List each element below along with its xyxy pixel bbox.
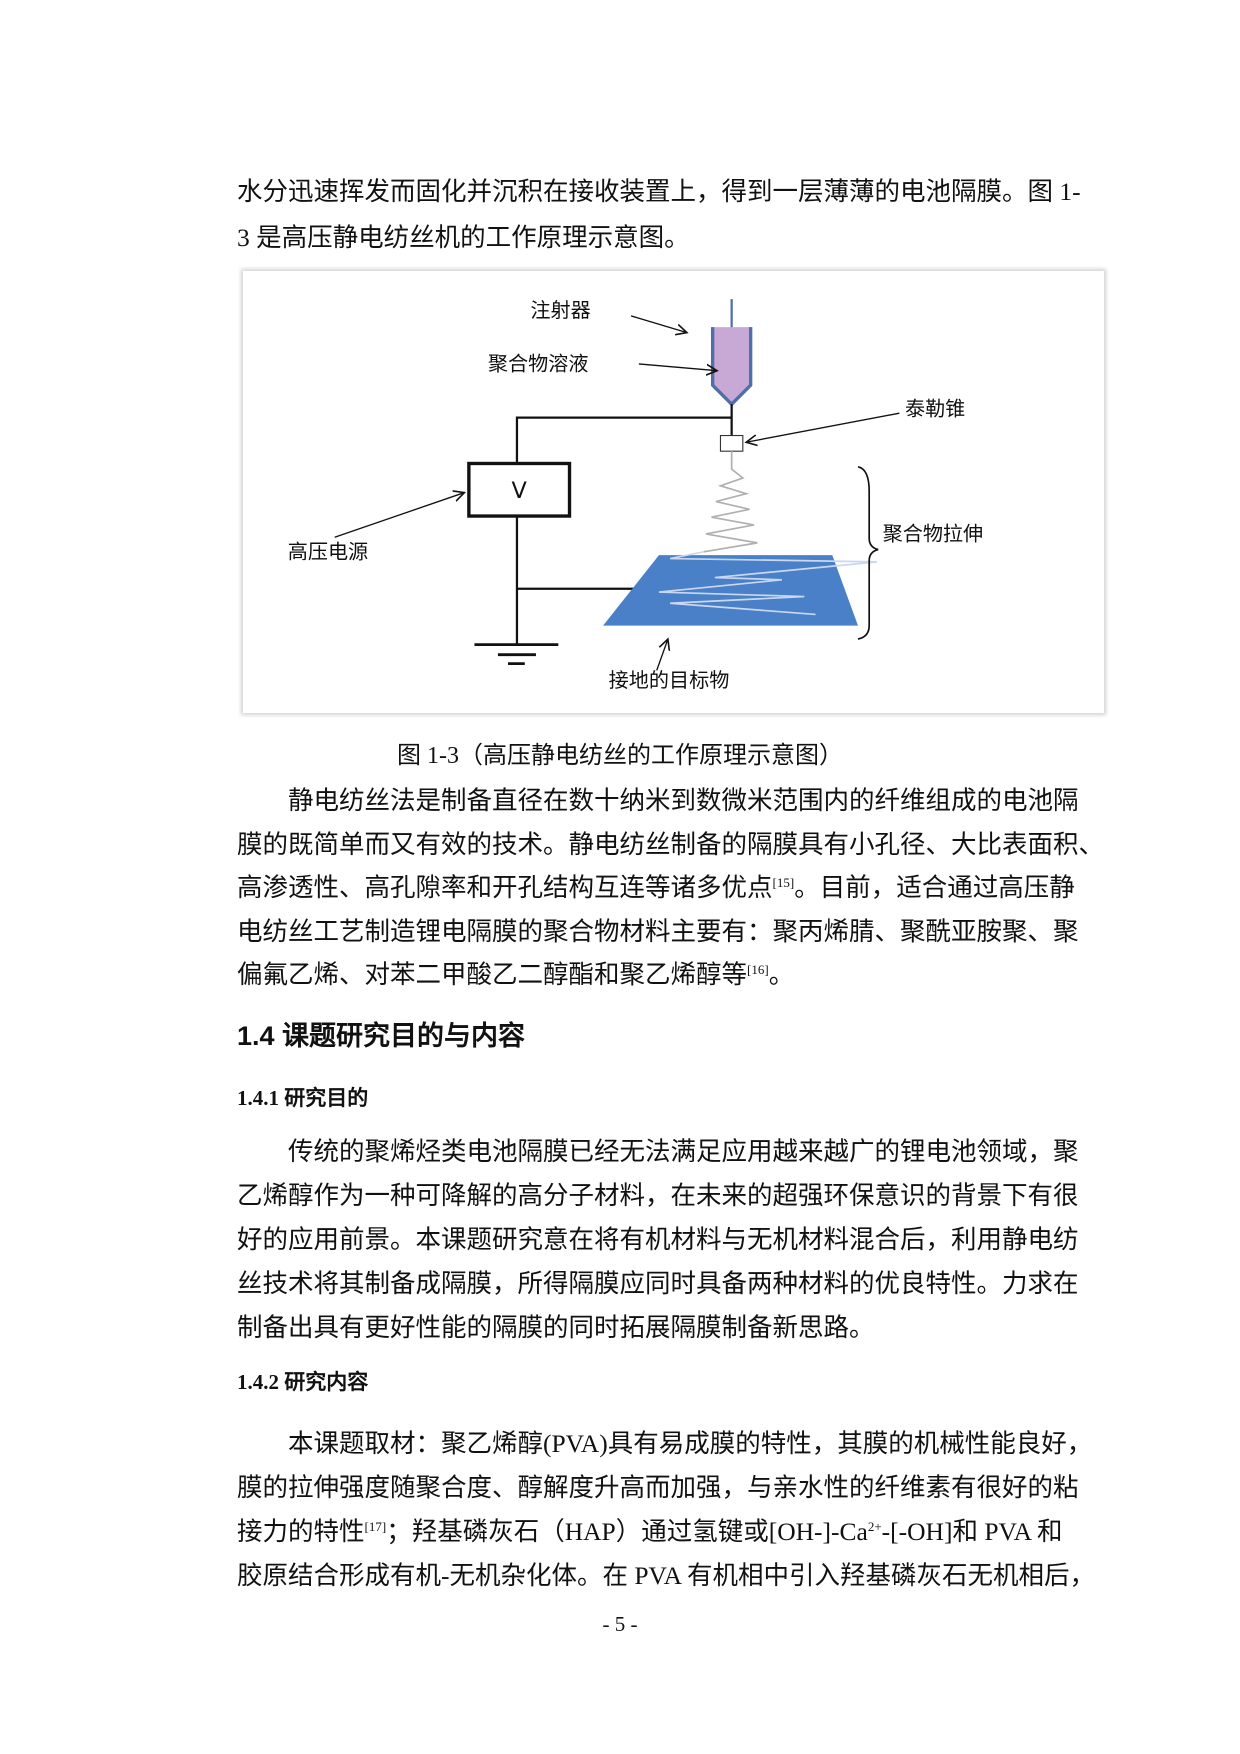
- line-text: 。: [768, 960, 795, 989]
- text-line: 好的应用前景。本课题研究意在将有机材料与无机材料混合后，利用静电纺: [237, 1223, 1079, 1257]
- text-line: 膜的拉伸强度随聚合度、醇解度升高而加强，与亲水性的纤维素有很好的粘: [237, 1471, 1079, 1505]
- text-line: 偏氟乙烯、对苯二甲酸乙二醇酯和聚乙烯醇等[16]。: [237, 958, 1059, 992]
- text-line: 电纺丝工艺制造锂电隔膜的聚合物材料主要有：聚丙烯腈、聚酰亚胺聚、聚: [237, 915, 1079, 949]
- text-line: 传统的聚烯烃类电池隔膜已经无法满足应用越来越广的锂电池领域，聚: [237, 1135, 1079, 1169]
- label-arrows: [334, 315, 900, 671]
- superscript: 2+: [867, 1519, 882, 1534]
- line-text: 传统的聚烯烃类电池隔膜已经无法满足应用越来越广的锂电池领域，聚: [288, 1137, 1079, 1166]
- line-text: 制备出具有更好性能的隔膜的同时拓展隔膜制备新思路。: [237, 1313, 875, 1342]
- line-text: 胶原结合形成有机-无机杂化体。在 PVA 有机相中引入羟基磷灰石无机相后，: [237, 1561, 1096, 1590]
- text-line: 接力的特性[17]；羟基磷灰石（HAP）通过氢键或[OH-]-Ca2+-[-OH…: [237, 1515, 1063, 1549]
- grounded-target-label: 接地的目标物: [609, 668, 730, 692]
- subsection-heading-purpose: 1.4.1 研究目的: [237, 1086, 369, 1110]
- line-text: ；羟基磷灰石（HAP）通过氢键或[OH-]-Ca: [386, 1517, 868, 1546]
- taylor-cone-icon: [719, 434, 744, 452]
- line-text: 接力的特性: [237, 1517, 365, 1546]
- line-text: -[-OH]和 PVA 和: [881, 1517, 1063, 1546]
- text-line: 高渗透性、高孔隙率和开孔结构互连等诸多优点[15]。目前，适合通过高压静: [237, 871, 1075, 905]
- taylor-cone-label: 泰勒锥: [905, 396, 965, 420]
- line-text: 水分迅速挥发而固化并沉积在接收装置上，得到一层薄薄的电池隔膜。图 1-: [237, 177, 1081, 206]
- electrospinning-diagram: V 注射器 聚合物溶液 泰勒锥 高压电源 聚合物拉伸 接地的目标物: [243, 271, 1104, 713]
- line-text: 本课题取材：聚乙烯醇(PVA)具有易成膜的特性，其膜的机械性能良好，: [288, 1429, 1093, 1458]
- figure-caption: 图 1-3（高压静电纺丝的工作原理示意图）: [397, 743, 843, 769]
- text-line: 制备出具有更好性能的隔膜的同时拓展隔膜制备新思路。: [237, 1311, 1059, 1345]
- line-text: 膜的拉伸强度随聚合度、醇解度升高而加强，与亲水性的纤维素有很好的粘: [237, 1473, 1079, 1502]
- grounded-collector: [603, 555, 858, 626]
- line-text: 丝技术将其制备成隔膜，所得隔膜应同时具备两种材料的优良特性。力求在: [237, 1269, 1079, 1298]
- syringe-label: 注射器: [530, 298, 590, 322]
- line-text: 膜的既简单而又有效的技术。静电纺丝制备的隔膜具有小孔径、大比表面积、: [237, 829, 1105, 859]
- polymer-stretching-label: 聚合物拉伸: [883, 522, 984, 546]
- page-number: - 5 -: [602, 1612, 638, 1636]
- line-text: 好的应用前景。本课题研究意在将有机材料与无机材料混合后，利用静电纺: [237, 1225, 1079, 1254]
- citation: [15]: [772, 875, 795, 890]
- brace-icon: [857, 466, 879, 640]
- text-line: 静电纺丝法是制备直径在数十纳米到数微米范围内的纤维组成的电池隔: [237, 784, 1079, 818]
- text-line: 胶原结合形成有机-无机杂化体。在 PVA 有机相中引入羟基磷灰石无机相后，: [237, 1559, 1095, 1593]
- line-text: 电纺丝工艺制造锂电隔膜的聚合物材料主要有：聚丙烯腈、聚酰亚胺聚、聚: [237, 916, 1079, 946]
- text-line: 膜的既简单而又有效的技术。静电纺丝制备的隔膜具有小孔径、大比表面积、: [237, 828, 1104, 862]
- text-line: 丝技术将其制备成隔膜，所得隔膜应同时具备两种材料的优良特性。力求在: [237, 1267, 1079, 1301]
- text-line: 水分迅速挥发而固化并沉积在接收装置上，得到一层薄薄的电池隔膜。图 1-: [237, 175, 1081, 209]
- line-text: 偏氟乙烯、对苯二甲酸乙二醇酯和聚乙烯醇等: [237, 960, 748, 989]
- line-text: 3 是高压静电纺丝机的工作原理示意图。: [237, 223, 690, 252]
- line-text: 。目前，适合通过高压静: [794, 873, 1075, 902]
- polymer-solution-label: 聚合物溶液: [488, 352, 589, 376]
- syringe-icon: [710, 299, 753, 436]
- text-line: 本课题取材：聚乙烯醇(PVA)具有易成膜的特性，其膜的机械性能良好，: [237, 1427, 1092, 1461]
- subsection-heading-content: 1.4.2 研究内容: [237, 1370, 369, 1394]
- fiber-deposit: [658, 551, 878, 616]
- line-text: 乙烯醇作为一种可降解的高分子材料，在未来的超强环保意识的背景下有很: [237, 1181, 1079, 1210]
- citation: [16]: [747, 962, 769, 977]
- section-heading: 1.4 课题研究目的与内容: [237, 1021, 526, 1051]
- line-text: 静电纺丝法是制备直径在数十纳米到数微米范围内的纤维组成的电池隔: [288, 786, 1079, 815]
- high-voltage-supply-label: 高压电源: [288, 540, 368, 564]
- text-line: 乙烯醇作为一种可降解的高分子材料，在未来的超强环保意识的背景下有很: [237, 1179, 1079, 1213]
- fiber-jet: [703, 451, 758, 553]
- line-text: 高渗透性、高孔隙率和开孔结构互连等诸多优点: [237, 873, 773, 902]
- voltage-symbol: V: [512, 478, 528, 504]
- citation: [17]: [364, 1519, 387, 1534]
- text-line: 3 是高压静电纺丝机的工作原理示意图。: [237, 221, 1059, 255]
- ground-icon: [474, 643, 559, 666]
- voltage-source-icon: [467, 461, 572, 518]
